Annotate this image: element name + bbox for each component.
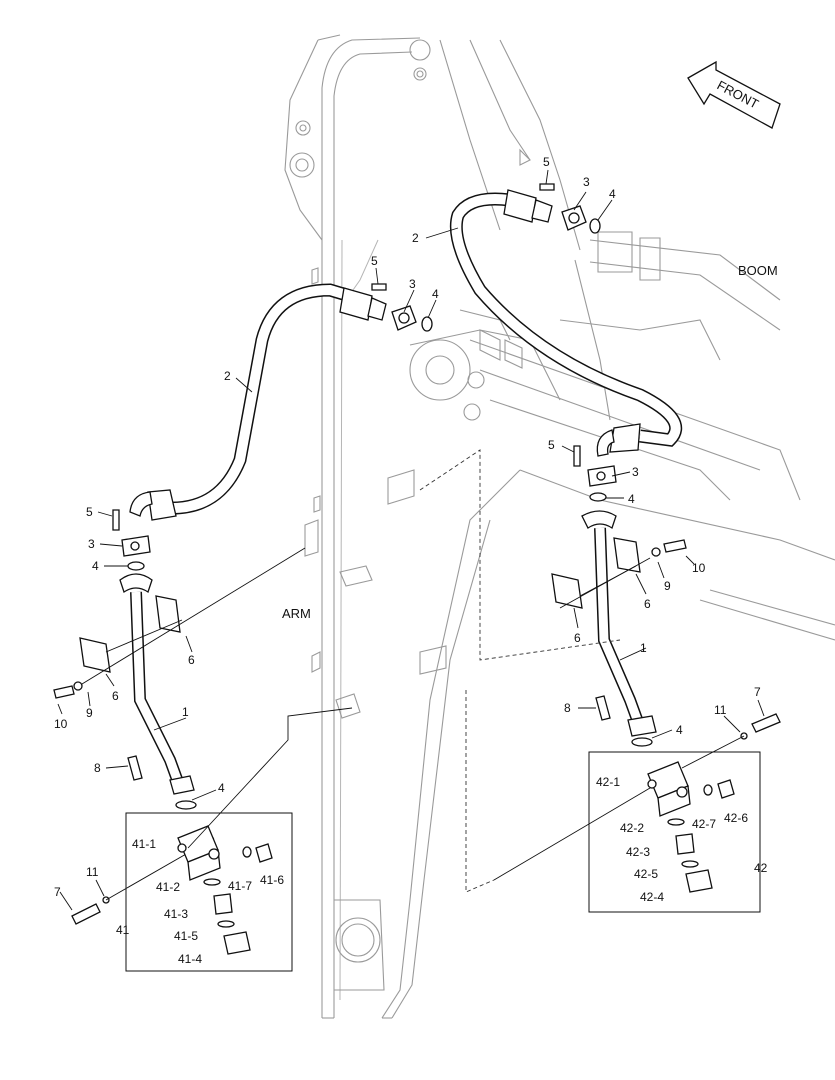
callout-5: 5 bbox=[371, 254, 378, 268]
o-ring-lower-right bbox=[631, 737, 653, 747]
callout-labels: 5 3 4 2 5 3 4 2 5 3 4 5 3 4 10 9 6 6 10 … bbox=[54, 155, 768, 966]
callout-8: 8 bbox=[94, 761, 101, 775]
callout-42-5: 42-5 bbox=[634, 867, 658, 881]
callout-5: 5 bbox=[548, 438, 555, 452]
callout-6: 6 bbox=[112, 689, 119, 703]
callout-4: 4 bbox=[676, 723, 683, 737]
callout-4: 4 bbox=[609, 187, 616, 201]
callout-41-1: 41-1 bbox=[132, 837, 156, 851]
callout-42-3: 42-3 bbox=[626, 845, 650, 859]
callout-9: 9 bbox=[86, 706, 93, 720]
callout-41-5: 41-5 bbox=[174, 929, 198, 943]
callout-10: 10 bbox=[692, 561, 706, 575]
callout-6: 6 bbox=[574, 631, 581, 645]
callout-5: 5 bbox=[543, 155, 550, 169]
callout-7: 7 bbox=[754, 685, 761, 699]
callout-2: 2 bbox=[412, 231, 419, 245]
callout-9: 9 bbox=[664, 579, 671, 593]
bolts-8 bbox=[127, 695, 611, 781]
callout-4: 4 bbox=[218, 781, 225, 795]
callout-8: 8 bbox=[564, 701, 571, 715]
callout-11: 11 bbox=[714, 703, 727, 717]
callout-6: 6 bbox=[644, 597, 651, 611]
callout-42-7: 42-7 bbox=[692, 817, 716, 831]
detail-box-41 bbox=[125, 812, 293, 972]
callout-5: 5 bbox=[86, 505, 93, 519]
arm-outline bbox=[284, 34, 521, 1019]
o-ring-lower-left bbox=[175, 800, 197, 810]
callout-7: 7 bbox=[54, 885, 61, 899]
callout-3: 3 bbox=[583, 175, 590, 189]
callout-41-7: 41-7 bbox=[228, 879, 252, 893]
callout-42-1: 42-1 bbox=[596, 775, 620, 789]
callout-42: 42 bbox=[754, 861, 768, 875]
arm-label: ARM bbox=[282, 606, 311, 621]
callout-41-2: 41-2 bbox=[156, 880, 180, 894]
callout-41-4: 41-4 bbox=[178, 952, 202, 966]
callout-41: 41 bbox=[116, 923, 130, 937]
boom-label: BOOM bbox=[738, 263, 778, 278]
detail-box-42 bbox=[588, 751, 761, 913]
hose-left bbox=[129, 283, 387, 521]
callout-10: 10 bbox=[54, 717, 68, 731]
callout-41-6: 41-6 bbox=[260, 873, 284, 887]
callout-6: 6 bbox=[188, 653, 195, 667]
callout-2: 2 bbox=[224, 369, 231, 383]
boom-outline bbox=[409, 39, 835, 641]
hose-right bbox=[449, 189, 683, 457]
dashed-routes bbox=[187, 449, 651, 893]
callout-42-2: 42-2 bbox=[620, 821, 644, 835]
callout-11: 11 bbox=[86, 865, 99, 879]
callout-4: 4 bbox=[628, 492, 635, 506]
callout-3: 3 bbox=[409, 277, 416, 291]
leaders bbox=[57, 169, 765, 911]
callout-42-6: 42-6 bbox=[724, 811, 748, 825]
callout-4: 4 bbox=[432, 287, 439, 301]
callout-4: 4 bbox=[92, 559, 99, 573]
callout-41-3: 41-3 bbox=[164, 907, 188, 921]
front-arrow-icon: FRONT bbox=[687, 60, 781, 129]
callout-1: 1 bbox=[640, 641, 647, 655]
callout-1: 1 bbox=[182, 705, 189, 719]
brackets bbox=[53, 537, 687, 699]
clamps bbox=[112, 183, 617, 571]
callout-3: 3 bbox=[88, 537, 95, 551]
callout-42-4: 42-4 bbox=[640, 890, 664, 904]
callout-3: 3 bbox=[632, 465, 639, 479]
